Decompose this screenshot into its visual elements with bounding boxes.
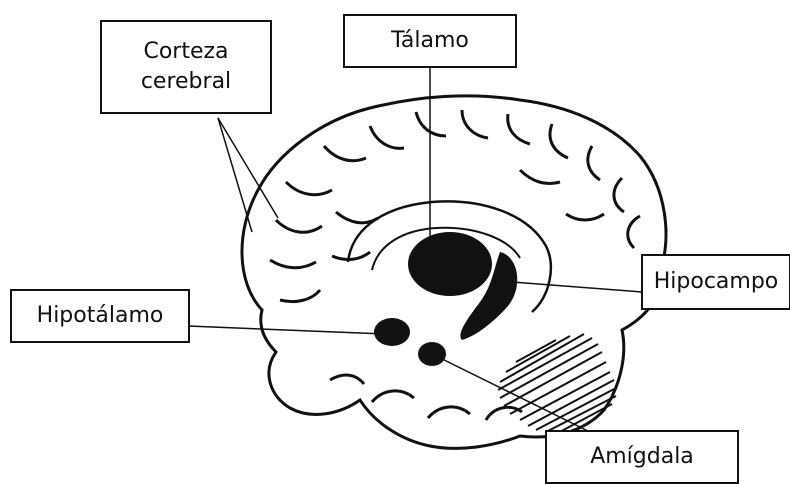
label-corteza-line1: Corteza [143, 37, 228, 67]
cerebellum-hatching [498, 334, 616, 434]
label-talamo: Tálamo [343, 14, 517, 68]
amigdala-leader [432, 354, 590, 432]
corteza-leader-b [218, 118, 252, 232]
label-hipocampo: Hipocampo [641, 254, 790, 310]
label-hipotalamo: Hipotálamo [10, 289, 190, 343]
temporal-folds [330, 375, 522, 420]
corteza-leader-a [218, 118, 278, 218]
hipotalamo-leader [188, 326, 384, 334]
hypothalamus-shape [374, 318, 410, 346]
hipocampo-leader [512, 282, 642, 292]
thalamus-shape [408, 232, 492, 296]
label-corteza-line2: cerebral [141, 67, 231, 97]
label-corteza-cerebral: Corteza cerebral [100, 20, 272, 114]
